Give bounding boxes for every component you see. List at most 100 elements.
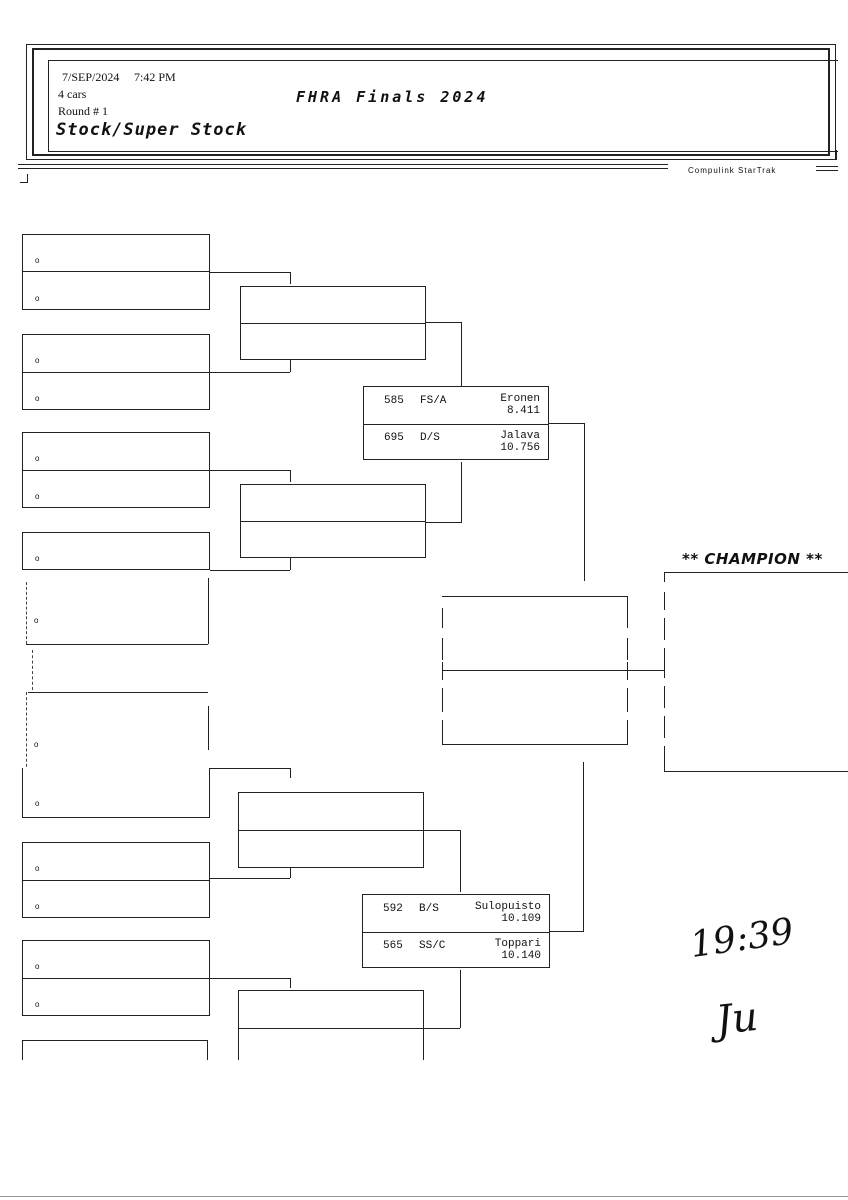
connector xyxy=(290,978,291,988)
connector xyxy=(290,360,291,372)
final-box-edge xyxy=(442,720,443,744)
dashed-edge xyxy=(26,692,27,772)
connector xyxy=(628,670,664,671)
corner-mark xyxy=(20,174,28,183)
round-number: Round # 1 xyxy=(58,104,109,118)
final-box-edge xyxy=(627,662,628,680)
final-box-edge xyxy=(627,596,628,628)
final-box-edge xyxy=(442,662,443,680)
champion-box-edge xyxy=(664,592,665,610)
final-box-edge xyxy=(442,608,443,628)
empty-slot-marker: o xyxy=(35,962,40,971)
champion-box-top xyxy=(664,572,848,573)
connector xyxy=(549,423,585,424)
empty-slot-marker: o xyxy=(35,554,40,563)
empty-slot-marker: o xyxy=(35,294,40,303)
racer-entry: 585 FS/A Eronen 8.411 xyxy=(364,387,548,424)
car-number: 565 xyxy=(383,940,403,952)
empty-slot-marker: o xyxy=(35,1000,40,1009)
report-time: 7:42 PM xyxy=(134,70,176,84)
header-frame-inner xyxy=(32,48,830,156)
final-box-edge xyxy=(627,638,628,660)
r2-pair-1 xyxy=(240,286,426,360)
r1-pair-7: o o xyxy=(22,940,210,1016)
connector xyxy=(426,322,462,323)
empty-slot-marker: o xyxy=(34,616,39,625)
champion-box-edge xyxy=(664,686,665,708)
champion-box-bottom xyxy=(664,771,848,772)
driver-name: Toppari xyxy=(494,938,541,950)
empty-slot-marker: o xyxy=(35,902,40,911)
header-frame-outer xyxy=(26,44,836,160)
empty-slot-marker: o xyxy=(35,454,40,463)
car-class: FS/A xyxy=(420,395,447,407)
connector xyxy=(461,322,462,386)
connector xyxy=(210,878,290,879)
empty-slot-marker: o xyxy=(34,740,39,749)
final-box-top xyxy=(442,596,628,597)
r1-pair-8-partial xyxy=(22,1040,208,1060)
racer-entry: 565 SS/C Toppari 10.140 xyxy=(363,932,549,969)
champion-box-edge xyxy=(664,572,665,582)
dashed-edge xyxy=(32,650,33,690)
final-box-bottom xyxy=(442,744,628,745)
final-box-edge xyxy=(627,720,628,744)
elapsed-time: 10.140 xyxy=(501,950,541,962)
r2-pair-4-partial xyxy=(238,990,424,1060)
champion-label: ** CHAMPION ** xyxy=(682,550,823,568)
r2-result-upper: 585 FS/A Eronen 8.411 695 D/S Jalava 10.… xyxy=(363,386,549,460)
header-rule-2 xyxy=(18,168,668,169)
car-number: 592 xyxy=(383,903,403,915)
footer-rule-2 xyxy=(816,170,838,171)
connector xyxy=(210,372,290,373)
empty-slot-marker: o xyxy=(35,356,40,365)
race-class: Stock/Super Stock xyxy=(56,120,247,140)
r1-pair-1: o o xyxy=(22,234,210,310)
connector xyxy=(460,970,461,1028)
driver-name: Eronen xyxy=(500,393,540,405)
connector xyxy=(210,570,290,571)
connector xyxy=(210,272,290,273)
event-title: FHRA Finals 2024 xyxy=(296,88,489,106)
r1-pair-2: o o xyxy=(22,334,210,410)
champion-box-edge xyxy=(664,648,665,678)
dashed-edge xyxy=(26,582,27,644)
final-box-edge xyxy=(442,688,443,712)
elapsed-time: 10.756 xyxy=(500,442,540,454)
empty-slot-marker: o xyxy=(35,492,40,501)
connector xyxy=(424,830,460,831)
bracket-line xyxy=(208,578,209,644)
page-bottom-rule xyxy=(0,1196,848,1197)
empty-slot-marker: o xyxy=(35,394,40,403)
connector xyxy=(550,931,584,932)
connector xyxy=(290,470,291,482)
driver-name: Sulopuisto xyxy=(474,901,541,913)
r1-pair-5-bottom: o xyxy=(22,768,210,818)
final-box-edge xyxy=(627,688,628,712)
connector xyxy=(290,868,291,878)
footer-rule-1 xyxy=(816,166,838,167)
empty-slot-marker: o xyxy=(35,799,40,808)
empty-slot-marker: o xyxy=(35,864,40,873)
elapsed-time: 8.411 xyxy=(506,405,540,417)
racer-entry: 695 D/S Jalava 10.756 xyxy=(364,424,548,461)
connector xyxy=(583,762,584,931)
footer-brand: Compulink StarTrak xyxy=(688,166,777,175)
bracket-line xyxy=(208,706,209,750)
connector xyxy=(424,1028,460,1029)
connector xyxy=(426,522,462,523)
bracket-line xyxy=(28,692,208,693)
connector xyxy=(210,978,290,979)
header-tick xyxy=(836,150,837,160)
header-rule-1 xyxy=(18,164,668,165)
connector xyxy=(290,272,291,284)
car-class: B/S xyxy=(419,903,439,915)
bracket-line xyxy=(26,644,208,645)
connector xyxy=(210,768,290,769)
champion-box-edge xyxy=(664,746,665,772)
r2-result-lower: 592 B/S Sulopuisto 10.109 565 SS/C Toppa… xyxy=(362,894,550,968)
handwritten-time: 19:39 xyxy=(687,910,797,967)
r2-pair-3 xyxy=(238,792,424,868)
r1-pair-6: o o xyxy=(22,842,210,918)
empty-slot-marker: o xyxy=(35,256,40,265)
